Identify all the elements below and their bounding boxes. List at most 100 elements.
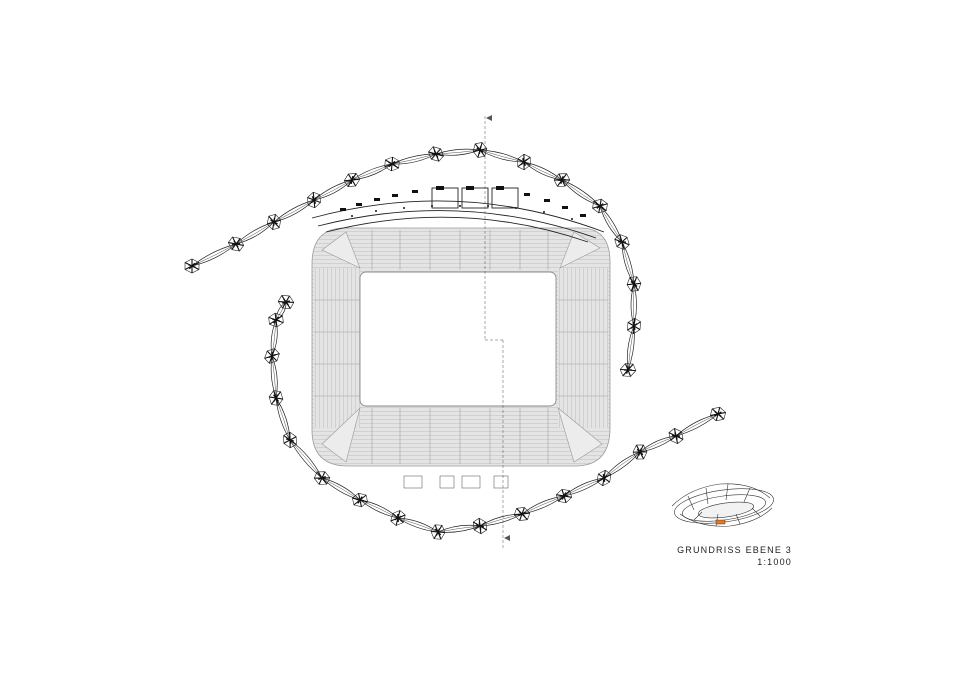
corner-stands xyxy=(321,231,603,463)
roof-mast-node xyxy=(430,524,446,540)
roof-mast-strut xyxy=(475,522,485,530)
roof-membrane-edge xyxy=(523,161,563,181)
roof-mast-strut xyxy=(388,160,396,168)
roof-mast-strut xyxy=(714,411,722,417)
roof-mast-node xyxy=(268,312,284,328)
roof-mast-strut xyxy=(318,474,326,482)
roof-membrane-seam xyxy=(639,435,677,453)
roof-membrane-edge xyxy=(313,179,353,201)
roof-mast-strut xyxy=(394,514,402,522)
roof-mast-node xyxy=(614,234,630,250)
roof-mast-node xyxy=(268,390,284,406)
roof-membrane-edge xyxy=(523,161,563,181)
roof-mast-node xyxy=(307,191,321,209)
roof-mast-strut xyxy=(313,471,331,485)
roof-membrane-edge xyxy=(321,477,361,501)
roof-mast-strut xyxy=(596,203,604,209)
roof-membrane-edge xyxy=(289,439,323,479)
roof-membrane-edge xyxy=(521,495,565,515)
roof-membrane-edge xyxy=(639,435,677,453)
roof-membrane-seam xyxy=(479,149,525,163)
roof-membrane-seam xyxy=(397,517,439,533)
roof-mast-strut xyxy=(560,492,568,500)
roof-mast-node xyxy=(264,348,280,364)
roof-mast-strut xyxy=(432,150,440,158)
roof-mast-strut xyxy=(472,517,488,535)
roof-membrane-seam xyxy=(633,283,635,327)
roof-membrane-edge xyxy=(639,435,677,453)
roof-mast-strut xyxy=(513,507,531,521)
roof-mast-strut xyxy=(626,276,642,292)
roof-mast-node xyxy=(283,431,297,449)
roof-membrane-edge xyxy=(273,199,315,223)
roof-mast-node xyxy=(592,198,608,214)
roof-mast-strut xyxy=(227,236,245,252)
stand-aisles xyxy=(314,230,608,464)
roof-mast-strut xyxy=(272,316,280,324)
roof-mast-strut xyxy=(630,280,638,288)
roof-mast-node xyxy=(277,295,295,309)
roof-membrane-edge xyxy=(191,243,237,267)
roof-mast-strut xyxy=(518,510,526,518)
roof-membrane-edge xyxy=(675,413,719,437)
roof-mast-node xyxy=(472,142,488,158)
roof-mast-strut xyxy=(592,198,608,214)
roof-mast-node xyxy=(632,444,648,460)
roof-mast-strut xyxy=(348,175,356,185)
roof-membrane-edge xyxy=(275,397,291,441)
pitch xyxy=(359,271,557,407)
drawing-caption: GRUNDRISS EBENE 3 1:1000 xyxy=(660,544,792,568)
north-building xyxy=(311,186,605,243)
roof-mast-strut xyxy=(636,448,644,456)
roof-mast-node xyxy=(343,173,361,187)
roof-membrane-edge xyxy=(675,413,719,437)
roof-membrane-edge xyxy=(391,153,437,165)
roof-mast-strut xyxy=(558,176,566,184)
roof-membrane-edge xyxy=(435,148,481,155)
roof-mast-strut xyxy=(356,496,364,504)
key-plan-highlight xyxy=(715,519,726,525)
roof-membrane-edge xyxy=(603,451,641,479)
roof-mast-strut xyxy=(310,196,318,204)
roof-mast-node xyxy=(384,156,400,172)
key-plan-perspective xyxy=(671,483,774,527)
roof-mast-strut xyxy=(430,524,446,540)
roof-membrane-seam xyxy=(313,179,353,201)
roof-mast-node xyxy=(513,507,531,521)
roof-mast-node xyxy=(428,146,444,162)
roof-membrane-edge xyxy=(599,205,623,243)
roof-mast-strut xyxy=(283,431,297,449)
roof-mast-strut xyxy=(624,366,632,374)
roof-membrane-seam xyxy=(599,205,623,243)
roof-mast-strut xyxy=(184,258,200,274)
roof-mast-strut xyxy=(630,321,638,331)
roof-membrane-seam xyxy=(675,413,719,437)
section-marker-south xyxy=(504,535,510,541)
roof-membrane-edge xyxy=(626,325,635,371)
roof-mast-strut xyxy=(281,298,291,306)
roof-mast-strut xyxy=(520,158,528,166)
roof-mast-strut xyxy=(307,191,321,209)
roof-mast-node xyxy=(709,406,727,422)
roof-membrane-edge xyxy=(359,499,399,519)
seating-bowl xyxy=(311,227,611,489)
roof-mast-strut xyxy=(268,352,276,360)
roof-mast-strut xyxy=(618,238,626,246)
roof-mast-strut xyxy=(619,363,637,377)
roof-membrane-seam xyxy=(391,153,437,165)
roof-mast-strut xyxy=(268,312,284,328)
roof-mast-strut xyxy=(343,173,361,187)
roof-mast-strut xyxy=(600,473,608,483)
roof-mast-strut xyxy=(231,240,241,248)
roof-mast-strut xyxy=(384,156,400,172)
roof-mast-strut xyxy=(277,295,295,309)
roof-mast-node xyxy=(184,258,200,274)
roof-membrane-seam xyxy=(437,525,481,533)
roof-mast-node xyxy=(390,510,406,526)
roof-membrane-edge xyxy=(351,163,393,181)
roof-membrane-edge xyxy=(271,355,278,399)
roof-membrane-seam xyxy=(321,477,361,501)
roof-membrane-edge xyxy=(397,517,439,533)
roof-mast-node xyxy=(227,236,245,252)
roof-mast-strut xyxy=(555,488,573,504)
